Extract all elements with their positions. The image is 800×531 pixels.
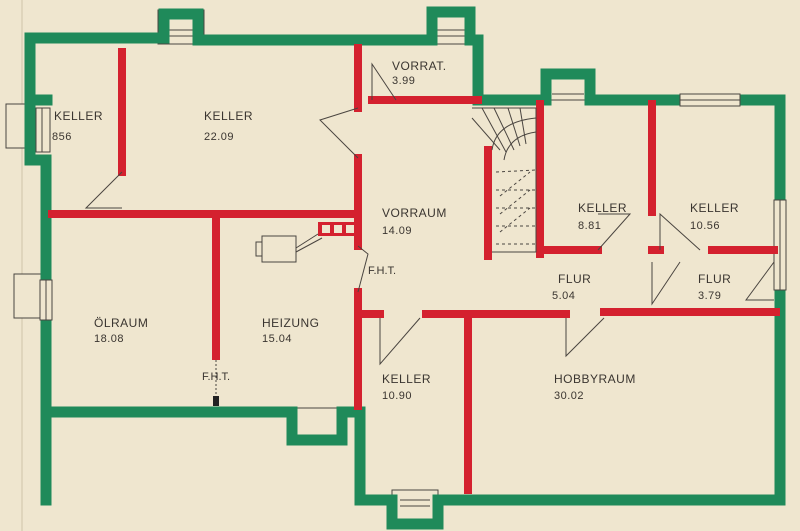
room-area: 10.90 — [382, 390, 412, 402]
room-flur-a: FLUR 5.04 — [552, 272, 591, 302]
room-label: KELLER — [690, 201, 739, 215]
room-hobbyraum: HOBBYRAUM 30.02 — [554, 372, 636, 402]
fht-marker-vorraum: F.H.T. — [368, 265, 396, 277]
interior-walls — [48, 44, 780, 494]
room-area: 30.02 — [554, 390, 584, 402]
room-area: 3.79 — [698, 290, 721, 302]
room-oelraum: ÖLRAUM 18.08 — [94, 316, 148, 345]
room-label: KELLER — [578, 201, 627, 215]
boiler-chimney — [255, 222, 358, 263]
marker-label: F.H.T. — [368, 265, 396, 277]
room-area: 10.56 — [690, 220, 720, 232]
room-area: 856 — [52, 131, 72, 143]
room-keller-e: KELLER 10.90 — [382, 372, 431, 402]
room-vorrat: VORRAT. 3.99 — [392, 59, 447, 87]
room-area: 5.04 — [552, 290, 575, 302]
door-swings — [84, 62, 775, 366]
fht-marker-oelraum: F.H.T. — [202, 360, 230, 406]
marker-label: F.H.T. — [202, 371, 230, 383]
room-area: 22.09 — [204, 131, 234, 143]
exterior-walls — [24, 6, 786, 530]
room-keller-a: KELLER 856 — [52, 109, 103, 143]
wall-windows — [35, 93, 787, 321]
room-keller-c: KELLER 8.81 — [578, 201, 627, 232]
room-label: KELLER — [204, 109, 253, 123]
room-area: 3.99 — [392, 75, 415, 87]
room-label: KELLER — [382, 372, 431, 386]
staircase — [471, 107, 537, 253]
room-label: KELLER — [54, 109, 103, 123]
room-area: 14.09 — [382, 225, 412, 237]
room-area: 18.08 — [94, 333, 124, 345]
light-well-left-lower — [13, 273, 43, 319]
room-label: FLUR — [558, 272, 591, 286]
room-label: VORRAT. — [392, 59, 447, 73]
room-area: 8.81 — [578, 220, 601, 232]
room-keller-d: KELLER 10.56 — [690, 201, 739, 232]
room-label: VORRAUM — [382, 206, 447, 220]
room-keller-b: KELLER 22.09 — [204, 109, 253, 143]
room-heizung: HEIZUNG 15.04 — [262, 316, 320, 345]
room-label: HEIZUNG — [262, 316, 320, 330]
room-label: ÖLRAUM — [94, 316, 148, 330]
room-label: HOBBYRAUM — [554, 372, 636, 386]
room-area: 15.04 — [262, 333, 292, 345]
room-flur-b: FLUR 3.79 — [698, 272, 731, 302]
room-label: FLUR — [698, 272, 731, 286]
room-vorraum: VORRAUM 14.09 — [382, 206, 447, 237]
